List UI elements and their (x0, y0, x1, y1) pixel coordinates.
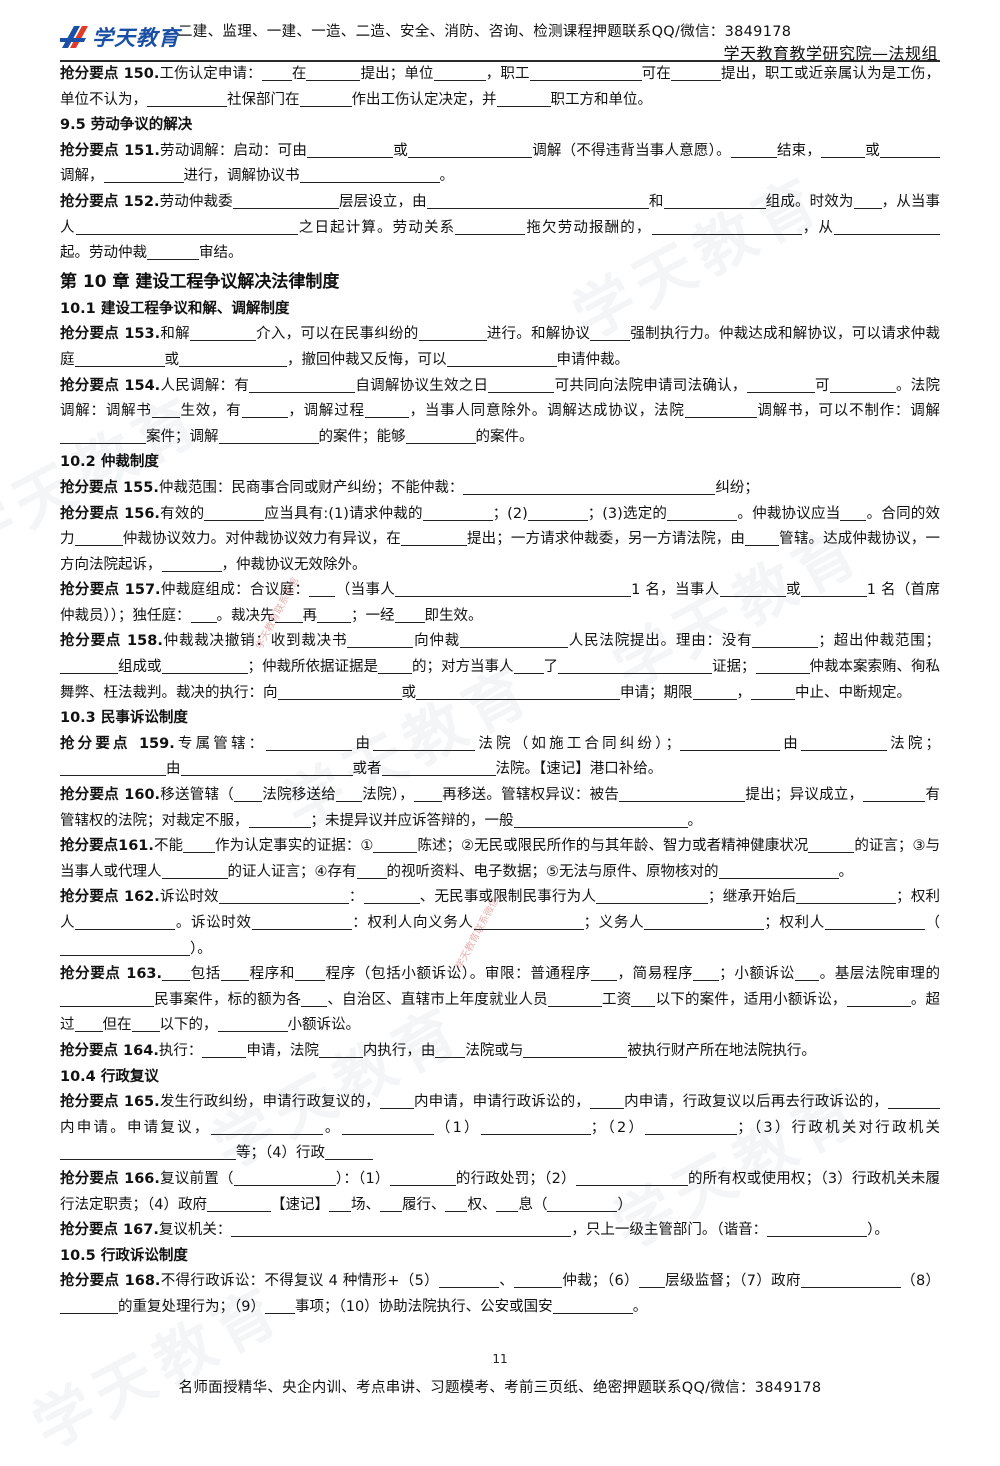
key-point-label: 抢分要点 155. (60, 479, 159, 496)
key-point-166: 抢分要点 166.复议前置（）：（1）的行政处罚；（2）的所有权或使用权；（3）… (60, 1170, 941, 1213)
key-point-168: 抢分要点 168.不得行政诉讼：不得复议 4 种情形+（5）、仲裁；（6）层级监… (60, 1273, 940, 1315)
key-point-label: 抢分要点 165. (60, 1094, 160, 1111)
section-heading: 10.5 行政诉讼制度 (60, 1247, 188, 1264)
key-point-label: 抢分要点 163. (60, 966, 163, 983)
key-point-label: 抢分要点 158. (60, 633, 163, 650)
document-body: 抢分要点 150.工伤认定申请：在提出；单位，职工可在提出，职工或近亲属认为是工… (60, 62, 940, 1321)
key-point-150: 抢分要点 150.工伤认定申请：在提出；单位，职工可在提出，职工或近亲属认为是工… (60, 66, 941, 108)
key-point-label: 抢分要点 153. (60, 326, 161, 343)
key-point-label: 抢分要点 150. (60, 66, 160, 82)
key-point-label: 抢分要点 151. (60, 142, 160, 159)
header-contact-line: 二建、监理、一建、一造、二造、安全、消防、咨询、检测课程押题联系QQ/微信：38… (178, 24, 792, 40)
key-point-label: 抢分要点 159. (60, 735, 175, 752)
chapter-title: 第 10 章 建设工程争议解决法律制度 (60, 271, 340, 292)
key-point-label: 抢分要点 156. (60, 505, 160, 522)
key-point-154: 抢分要点 154.人民调解：有自调解协议生效之日可共同向法院申请司法确认，可。法… (60, 377, 941, 445)
key-point-label: 抢分要点 162. (60, 889, 160, 906)
key-point-156: 抢分要点 156.有效的应当具有:(1)请求仲裁的；(2)；(3)选定的。仲裁协… (60, 505, 941, 573)
key-point-159: 抢分要点 159.专属管辖：由法院（如施工合同纠纷）；由法院；由或者法院。【速记… (60, 735, 941, 778)
key-point-label: 抢分要点 160. (60, 787, 161, 804)
key-point-label: 抢分要点161. (60, 838, 154, 855)
page-footer: 名师面授精华、央企内训、考点串讲、习题模考、考前三页纸、绝密押题联系QQ/微信：… (178, 1380, 822, 1396)
key-point-label: 抢分要点 157. (60, 582, 161, 599)
section-heading: 10.4 行政复议 (60, 1068, 159, 1085)
key-point-163: 抢分要点 163.包括程序和程序（包括小额诉讼）。审限：普通程序，简易程序；小额… (60, 966, 941, 1034)
key-point-158: 抢分要点 158.仲裁裁决撤销：收到裁决书向仲裁人民法院提出。理由：没有；超出仲… (60, 633, 941, 701)
key-point-label: 抢分要点 167. (60, 1222, 159, 1239)
header-divider (60, 60, 940, 62)
key-point-label: 抢分要点 166. (60, 1170, 160, 1187)
key-point-151: 抢分要点 151.劳动调解：启动：可由或调解（不得违背当事人意愿）。结束，或调解… (60, 139, 940, 190)
key-point-153: 抢分要点 153.和解介入，可以在民事纠纷的进行。和解协议强制执行力。仲裁达成和… (60, 326, 941, 368)
section-heading: 9.5 劳动争议的解决 (60, 117, 193, 134)
key-point-155: 抢分要点 155.仲裁范围：民商事合同或财产纠纷；不能仲裁：纠纷； (60, 479, 759, 496)
key-point-165: 抢分要点 165.发生行政纠纷，申请行政复议的，内申请，申请行政诉讼的，内申请，… (60, 1094, 941, 1162)
logo-mark-icon (60, 26, 88, 48)
section-heading: 10.2 仲裁制度 (60, 454, 159, 471)
key-point-152: 抢分要点 152.劳动仲裁委层层设立，由和组成。时效为，从当事人之日起计算。劳动… (60, 193, 941, 262)
key-point-160: 抢分要点 160.移送管辖（法院移送给法院），再移送。管辖权异议：被告提出；异议… (60, 787, 941, 829)
header-department: 学天教育教学研究院—法规组 (723, 44, 938, 63)
section-heading: 10.3 民事诉讼制度 (60, 710, 188, 727)
key-point-167: 抢分要点 167.复议机关：，只上一级主管部门。（谐音：）。 (60, 1222, 889, 1239)
logo: 学天教育 (60, 22, 180, 52)
page-number: 11 (492, 1352, 508, 1366)
logo-text: 学天教育 (92, 26, 180, 50)
key-point-label: 抢分要点 164. (60, 1042, 159, 1059)
key-point-label: 抢分要点 168. (60, 1273, 161, 1290)
section-heading: 10.1 建设工程争议和解、调解制度 (60, 300, 290, 317)
key-point-164: 抢分要点 164.执行：申请，法院内执行，由法院或与被执行财产所在地法院执行。 (60, 1042, 816, 1059)
key-point-label: 抢分要点 152. (60, 193, 160, 210)
key-point-label: 抢分要点 154. (60, 377, 161, 394)
key-point-162: 抢分要点 162.诉讼时效：、无民事或限制民事行为人；继承开始后；权利人。诉讼时… (60, 889, 941, 957)
page-header: 学天教育 二建、监理、一建、一造、二造、安全、消防、咨询、检测课程押题联系QQ/… (60, 18, 940, 63)
